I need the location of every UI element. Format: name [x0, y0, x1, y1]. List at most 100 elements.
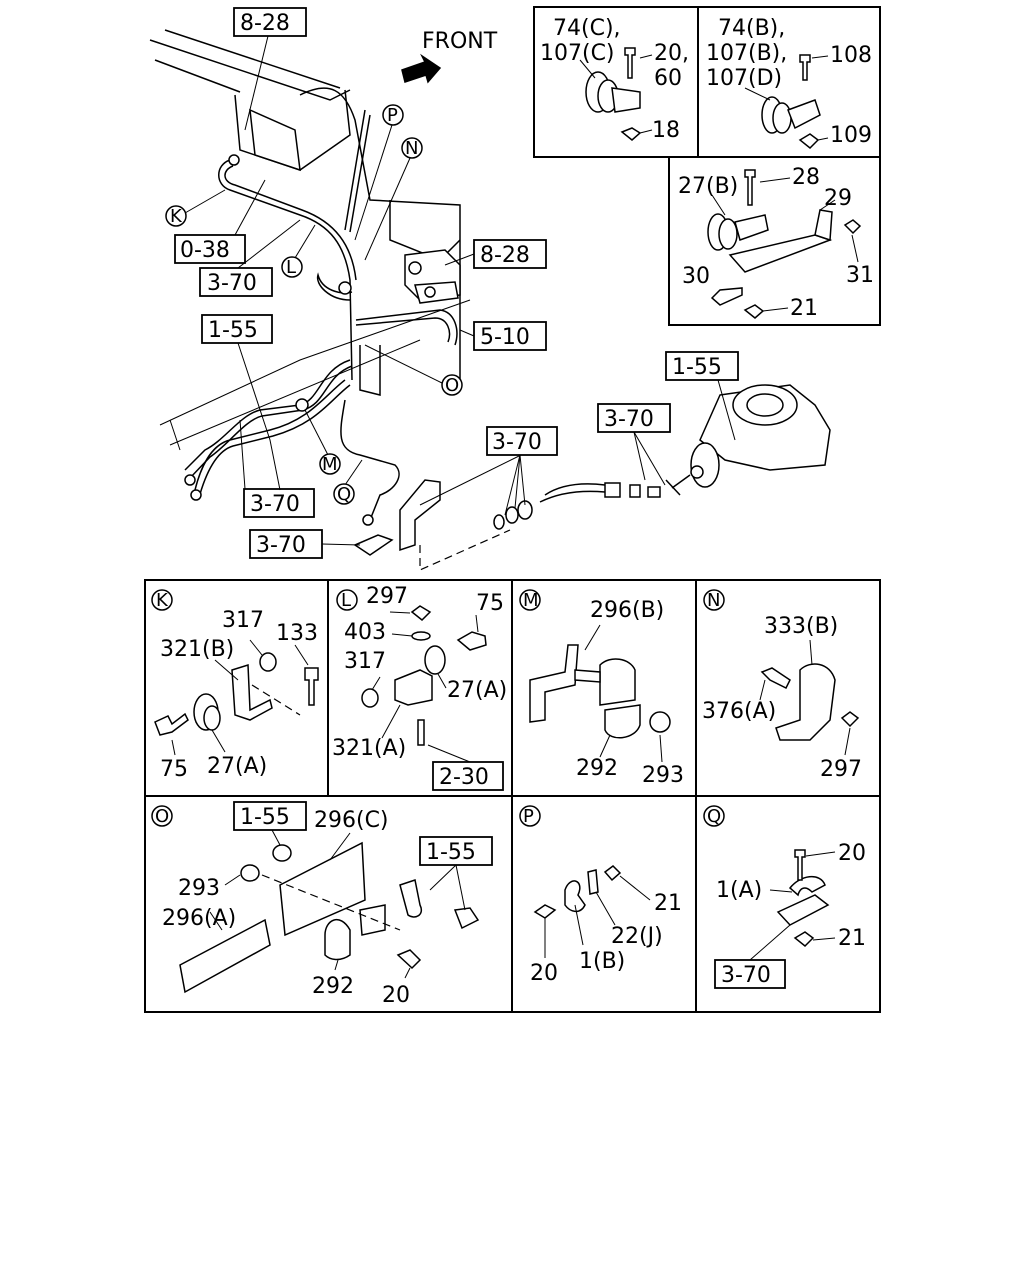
svg-text:108: 108 [830, 43, 872, 68]
svg-text:P: P [523, 806, 534, 827]
ref-box[interactable]: 3-70 [249, 529, 323, 559]
svg-text:22(J): 22(J) [611, 924, 663, 949]
svg-text:292: 292 [312, 974, 354, 999]
ref-box[interactable]: 8-28 [233, 7, 307, 37]
detail-panel-n: N 333(B) 376(A) 297 [702, 589, 862, 782]
svg-text:321(B): 321(B) [160, 637, 234, 662]
marker-o[interactable]: O [364, 344, 463, 396]
svg-text:3-70: 3-70 [492, 430, 542, 455]
svg-text:296(B): 296(B) [590, 598, 664, 623]
ref-box[interactable]: 1-55 [419, 836, 493, 866]
ref-box[interactable]: 5-10 [473, 321, 547, 351]
svg-text:L: L [341, 590, 351, 611]
ref-box[interactable]: 0-38 [174, 234, 246, 264]
svg-text:Q: Q [337, 484, 351, 505]
ref-box[interactable]: 3-70 [486, 426, 558, 456]
svg-text:1-55: 1-55 [240, 805, 290, 830]
svg-text:1(A): 1(A) [716, 878, 762, 903]
svg-text:107(B),: 107(B), [706, 41, 787, 66]
inset-clamp-b: 74(B), 107(B), 107(D) 108 109 [706, 16, 872, 150]
main-assembly-view: FRONT 8-28 0-38 3-70 1-55 8-28 5-10 1- [149, 7, 831, 571]
svg-text:21: 21 [838, 926, 866, 951]
svg-text:317: 317 [344, 649, 386, 674]
svg-text:K: K [170, 206, 183, 227]
ref-box[interactable]: 3-70 [243, 488, 315, 518]
svg-text:3-70: 3-70 [250, 492, 300, 517]
svg-text:18: 18 [652, 118, 680, 143]
svg-text:28: 28 [792, 165, 820, 190]
svg-text:293: 293 [642, 763, 684, 788]
svg-text:27(B): 27(B) [678, 174, 738, 199]
svg-text:20: 20 [382, 983, 410, 1008]
marker-p[interactable]: P [354, 104, 404, 241]
svg-text:27(A): 27(A) [447, 678, 507, 703]
svg-text:2-30: 2-30 [439, 765, 489, 790]
svg-text:20,: 20, [654, 41, 689, 66]
svg-text:27(A): 27(A) [207, 754, 267, 779]
ref-box[interactable]: 1-55 [233, 801, 307, 831]
marker-k[interactable]: K [165, 189, 226, 227]
svg-text:O: O [445, 375, 459, 396]
marker-m[interactable]: M [304, 409, 341, 475]
front-label: FRONT [422, 29, 498, 54]
svg-text:74(C),: 74(C), [553, 16, 621, 41]
marker-n[interactable]: N [364, 137, 423, 261]
svg-text:21: 21 [790, 296, 818, 321]
svg-text:P: P [387, 105, 398, 126]
svg-text:0-38: 0-38 [180, 238, 230, 263]
svg-text:3-70: 3-70 [256, 533, 306, 558]
svg-text:1-55: 1-55 [672, 355, 722, 380]
svg-text:K: K [156, 590, 169, 611]
detail-panel-q: Q 20 1(A) 21 3-70 [703, 805, 866, 989]
svg-text:21: 21 [654, 891, 682, 916]
svg-text:M: M [523, 590, 539, 611]
svg-text:20: 20 [530, 961, 558, 986]
svg-text:8-28: 8-28 [480, 243, 530, 268]
inset-clamp-c: 74(C), 107(C) 20, 60 18 [540, 16, 689, 143]
svg-text:317: 317 [222, 608, 264, 633]
svg-text:3-70: 3-70 [207, 271, 257, 296]
svg-text:133: 133 [276, 621, 318, 646]
svg-text:293: 293 [178, 876, 220, 901]
svg-text:321(A): 321(A) [332, 736, 406, 761]
svg-text:107(D): 107(D) [706, 66, 782, 91]
svg-text:1(B): 1(B) [579, 949, 625, 974]
svg-text:74(B),: 74(B), [718, 16, 785, 41]
svg-text:3-70: 3-70 [721, 963, 771, 988]
ref-box[interactable]: 3-70 [597, 403, 671, 433]
ref-box[interactable]: 3-70 [199, 267, 273, 297]
svg-text:333(B): 333(B) [764, 614, 838, 639]
svg-text:297: 297 [820, 757, 862, 782]
svg-text:296(A): 296(A) [162, 906, 236, 931]
top-right-insets: 74(C), 107(C) 20, 60 18 74(B), 107(B), 1… [533, 6, 881, 326]
ref-box[interactable]: 8-28 [473, 239, 547, 269]
ref-box[interactable]: 1-55 [665, 351, 739, 381]
svg-text:20: 20 [838, 841, 866, 866]
ref-box[interactable]: 3-70 [714, 959, 786, 989]
marker-q[interactable]: Q [333, 459, 363, 505]
ref-box[interactable]: 1-55 [201, 314, 273, 344]
svg-text:403: 403 [344, 620, 386, 645]
svg-text:75: 75 [476, 591, 504, 616]
svg-text:N: N [405, 138, 418, 159]
svg-text:31: 31 [846, 263, 874, 288]
detail-panel-m: M 296(B) 292 293 [519, 589, 684, 788]
marker-l[interactable]: L [281, 224, 316, 278]
svg-text:296(C): 296(C) [314, 808, 389, 833]
detail-panel-l: L 297 75 403 317 27(A) 321(A) 2-30 [332, 584, 507, 791]
detail-panel-k: K 317 133 321(B) 75 27(A) [151, 589, 319, 782]
detail-panel-p: P 21 22(J) 20 1(B) [519, 805, 682, 986]
svg-text:8-28: 8-28 [240, 11, 290, 36]
svg-text:5-10: 5-10 [480, 325, 530, 350]
svg-text:30: 30 [682, 264, 710, 289]
svg-text:75: 75 [160, 757, 188, 782]
svg-text:107(C): 107(C) [540, 41, 615, 66]
svg-text:292: 292 [576, 756, 618, 781]
svg-text:1-55: 1-55 [426, 840, 476, 865]
svg-text:3-70: 3-70 [604, 407, 654, 432]
svg-text:109: 109 [830, 123, 872, 148]
detail-panel-o: O 1-55 1-55 296(C) 293 296(A) 292 20 [151, 801, 493, 1008]
svg-text:29: 29 [824, 186, 852, 211]
ref-box[interactable]: 2-30 [432, 761, 504, 791]
